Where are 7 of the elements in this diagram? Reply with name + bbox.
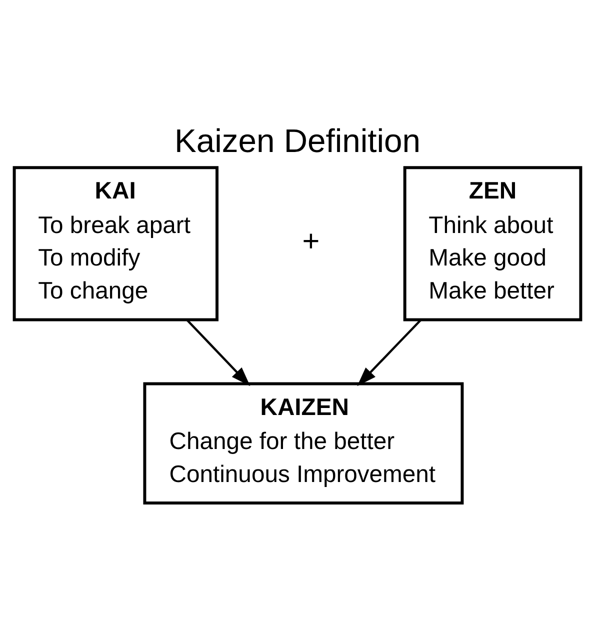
arrow [186, 318, 250, 386]
node-box: KAIZEN Change for the better Continuous Improvement [143, 382, 464, 504]
node-box: KAI To break apart To modify To change [12, 166, 218, 321]
arrow [357, 318, 422, 386]
label: + [302, 224, 320, 258]
diagram-title: Kaizen Definition [174, 122, 421, 159]
node-box: ZEN Think about Make good Make better [403, 166, 582, 321]
